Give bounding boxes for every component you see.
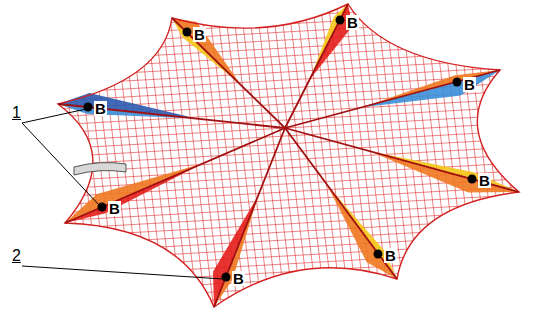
stress-zones bbox=[58, 4, 519, 307]
mesh-line bbox=[0, 314, 535, 327]
mesh-line bbox=[0, 10, 535, 40]
mesh-line bbox=[0, 250, 535, 280]
mesh-line bbox=[0, 322, 535, 327]
point-label: B bbox=[193, 27, 206, 42]
mesh-line bbox=[0, 290, 535, 320]
mesh-line bbox=[0, 242, 535, 272]
mesh-line bbox=[0, 42, 535, 72]
point-label: B bbox=[463, 77, 476, 92]
support-point bbox=[84, 103, 93, 112]
mesh-line bbox=[464, 0, 504, 327]
mesh-line bbox=[48, 0, 88, 327]
mesh-line bbox=[0, 34, 535, 64]
callout-number: 2 bbox=[12, 248, 21, 263]
mesh-line bbox=[512, 0, 535, 327]
mesh-line bbox=[128, 0, 168, 327]
mesh-line bbox=[0, 26, 535, 56]
support-point bbox=[468, 175, 477, 184]
mesh-line bbox=[280, 0, 320, 327]
support-point bbox=[222, 273, 231, 282]
mesh-line bbox=[0, 0, 535, 24]
mesh-line bbox=[0, 282, 535, 312]
mesh-line bbox=[0, 138, 535, 168]
point-label: B bbox=[384, 248, 397, 263]
ridge-cable bbox=[285, 128, 397, 279]
ridge-cable bbox=[285, 128, 519, 192]
mesh-line bbox=[504, 0, 535, 327]
ridge-cable bbox=[285, 4, 348, 128]
mesh-line bbox=[0, 58, 535, 88]
mesh-line bbox=[448, 0, 488, 327]
mesh-line bbox=[0, 18, 535, 48]
mesh-line bbox=[0, 0, 535, 16]
mesh-line bbox=[144, 0, 184, 327]
ridge-cable bbox=[172, 18, 285, 128]
mesh-line bbox=[0, 114, 535, 144]
mesh-line bbox=[0, 0, 40, 327]
mesh-line bbox=[0, 0, 535, 8]
roof-edge bbox=[58, 4, 519, 307]
mesh-line bbox=[240, 0, 280, 327]
grey-bar bbox=[74, 163, 126, 175]
support-point bbox=[453, 78, 462, 87]
mesh-line bbox=[528, 0, 535, 327]
point-label: B bbox=[94, 101, 107, 116]
mesh-line bbox=[456, 0, 496, 327]
mesh-line bbox=[520, 0, 535, 327]
ridge-cable bbox=[65, 128, 285, 223]
mesh-line bbox=[272, 0, 312, 327]
mesh-line bbox=[0, 266, 535, 296]
mesh-line bbox=[0, 298, 535, 327]
leader-lines bbox=[22, 109, 223, 279]
mesh-line bbox=[0, 226, 535, 256]
mesh-line bbox=[488, 0, 528, 327]
mesh-line bbox=[0, 258, 535, 288]
point-label: B bbox=[346, 15, 359, 30]
mesh-line bbox=[8, 0, 48, 327]
point-label: B bbox=[108, 201, 121, 216]
support-points bbox=[84, 16, 477, 282]
mesh-line bbox=[480, 0, 520, 327]
ridge-cable bbox=[285, 70, 500, 128]
mesh-line bbox=[352, 0, 392, 327]
mesh-line bbox=[152, 0, 192, 327]
support-point bbox=[336, 16, 345, 25]
mesh-line bbox=[24, 0, 64, 327]
mesh-line bbox=[0, 306, 535, 327]
mesh-line bbox=[496, 0, 535, 327]
mesh-line bbox=[136, 0, 176, 327]
mesh-line bbox=[440, 0, 480, 327]
support-point bbox=[183, 28, 192, 37]
ridge-cables bbox=[58, 4, 519, 307]
point-label: B bbox=[232, 271, 245, 286]
mesh-line bbox=[32, 0, 72, 327]
mesh-line bbox=[16, 0, 56, 327]
mesh-line bbox=[432, 0, 472, 327]
mesh-line bbox=[0, 234, 535, 264]
support-point bbox=[98, 203, 107, 212]
callout-number: 1 bbox=[12, 105, 21, 120]
mesh-line bbox=[0, 130, 535, 160]
support-point bbox=[374, 250, 383, 259]
mesh-line bbox=[160, 0, 200, 327]
mesh-line bbox=[0, 218, 535, 248]
point-label: B bbox=[478, 173, 491, 188]
